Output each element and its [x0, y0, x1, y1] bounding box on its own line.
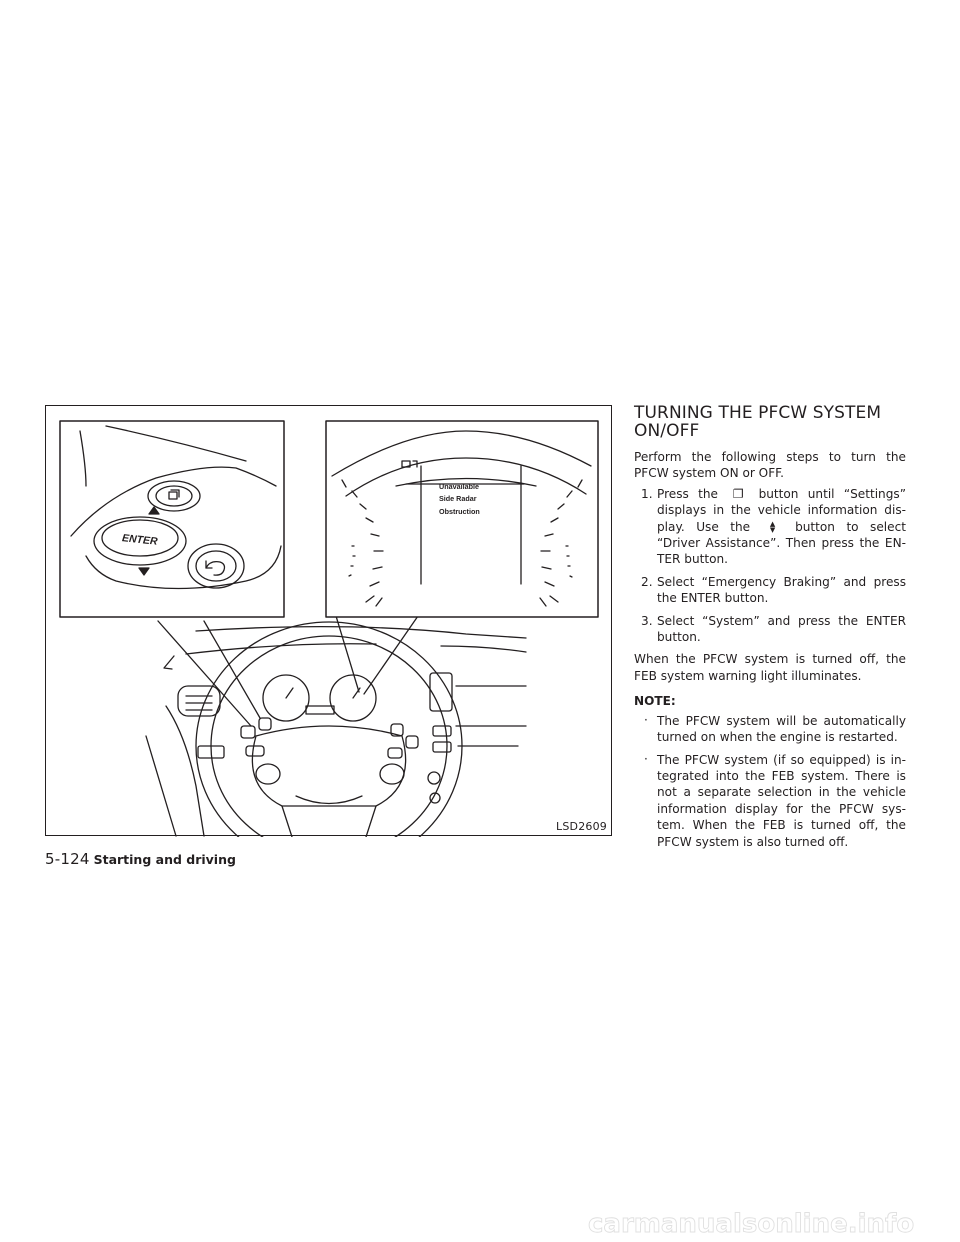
figure-code: LSD2609: [556, 820, 607, 833]
step-number: 1.: [641, 486, 653, 501]
step-text: Select “Emergency Braking” and press the…: [657, 574, 906, 606]
step-text: Select “System” and press the ENTER butt…: [657, 613, 906, 645]
text-column: TURNING THE PFCW SYSTEM ON/OFF Perform t…: [634, 404, 906, 856]
step-text: button to select “Driver Assistance”. Th…: [657, 519, 906, 567]
note-label: NOTE:: [634, 694, 676, 709]
note-item: · The PFCW system (if so equipped) is in…: [634, 752, 906, 850]
note-text: The PFCW system (if so equipped) is in- …: [657, 752, 906, 849]
heading-line: TURNING THE PFCW SYSTEM: [634, 403, 882, 423]
step-number: 2.: [641, 574, 653, 589]
bullet: ·: [644, 712, 648, 727]
intro-paragraph: Perform the following steps to turn the …: [634, 450, 906, 481]
step-item: 2. Select “Emergency Braking” and press …: [634, 574, 906, 607]
step-item: 3. Select “System” and press the ENTER b…: [634, 613, 906, 646]
illustration-figure: Unavailable Side Radar Obstruction ENTER…: [45, 405, 612, 837]
steps-list: 1. Press the ❐ button until “Settings” d…: [634, 486, 906, 646]
menu-page-icon: ❐: [732, 486, 744, 501]
note-item: · The PFCW system will be automatically …: [634, 713, 906, 746]
display-line: Side Radar: [439, 494, 477, 504]
notes-list: · The PFCW system will be automatically …: [634, 713, 906, 850]
step-number: 3.: [641, 613, 653, 628]
display-line: Obstruction: [439, 506, 480, 516]
step-text: button until “Settings” displays in the …: [657, 486, 906, 534]
heading-line: ON/OFF: [634, 421, 700, 441]
steering-wheel-illustration: [59, 420, 599, 837]
footer-section-title: Starting and driving: [93, 852, 236, 867]
section-heading: TURNING THE PFCW SYSTEM ON/OFF: [634, 404, 906, 440]
note-text: The PFCW system will be automatically tu…: [657, 713, 906, 745]
after-steps-paragraph: When the PFCW system is turned off, the …: [634, 652, 906, 683]
up-down-arrow-icon: ▲▼: [769, 519, 776, 534]
display-message: Unavailable Side Radar Obstruction: [439, 481, 480, 518]
step-item: 1. Press the ❐ button until “Settings” d…: [634, 486, 906, 568]
bullet: ·: [644, 751, 648, 766]
display-line: Unavailable: [439, 482, 479, 491]
step-text: Press the: [657, 486, 718, 501]
watermark-text: carmanualsonline.info: [588, 1209, 914, 1239]
page-number: 5-124: [45, 850, 90, 868]
